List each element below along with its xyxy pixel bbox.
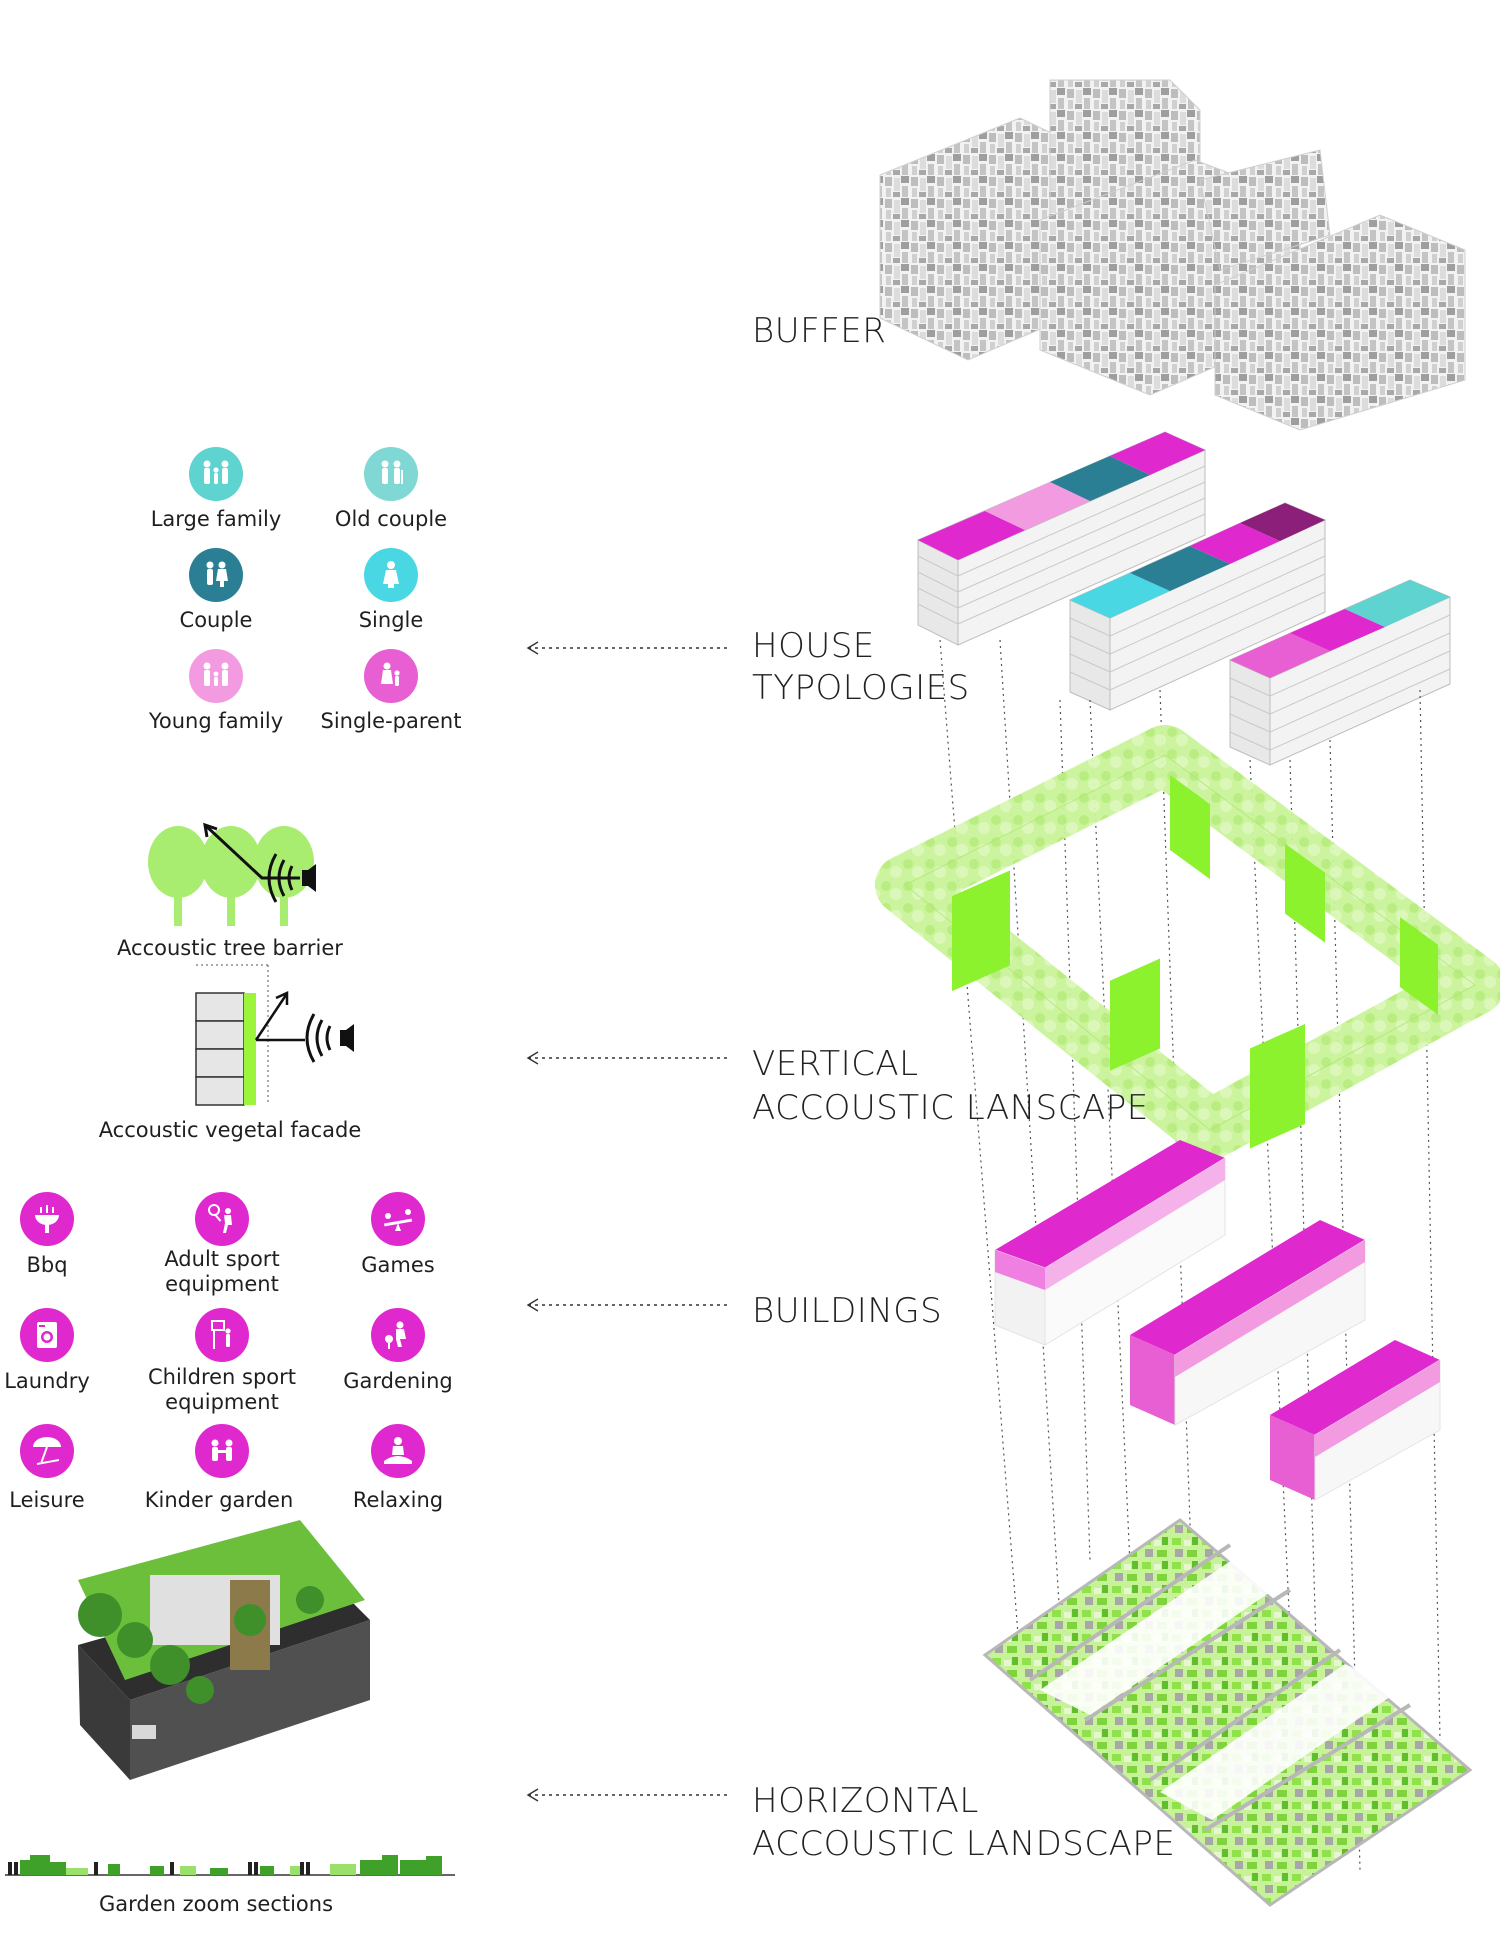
tree-barrier-illustration: [148, 822, 316, 926]
label-couple: Couple: [179, 608, 253, 632]
label-horizontal-line2: ACCOUSTIC LANDSCAPE: [752, 1824, 1176, 1864]
label-games: Games: [361, 1253, 435, 1277]
couple-icon: [189, 548, 243, 602]
label-buildings: BUILDINGS: [752, 1291, 943, 1331]
basketball-icon: [195, 1308, 249, 1362]
house-typologies: [916, 431, 1452, 766]
seesaw-icon: [371, 1192, 425, 1246]
vertical-hedge-ring: [875, 725, 1500, 1160]
umbrella-icon: [20, 1424, 74, 1478]
meditation-icon: [371, 1424, 425, 1478]
hedge-panel-6: [1400, 917, 1438, 1015]
label-adult-sport-line2: equipment: [165, 1272, 279, 1296]
label-gardening: Gardening: [343, 1369, 453, 1393]
label-garden-sections: Garden zoom sections: [98, 1892, 334, 1916]
buffer-block-5: [1214, 214, 1466, 431]
label-children-sport-line2: equipment: [165, 1390, 279, 1414]
hedge-panel-4: [1285, 843, 1325, 943]
label-single: Single: [358, 608, 424, 632]
label-kinder-garden: Kinder garden: [144, 1488, 294, 1512]
label-tree-barrier: Accoustic tree barrier: [117, 936, 343, 960]
label-adult-sport-line1: Adult sport: [164, 1247, 280, 1271]
label-bbq: Bbq: [26, 1253, 68, 1277]
person-icon: [364, 548, 418, 602]
speaker-icon: [267, 853, 294, 903]
parent-child-icon: [364, 649, 418, 703]
label-horizontal-line1: HORIZONTAL: [752, 1781, 979, 1821]
house-stack-3: [1228, 579, 1452, 766]
garden-sections-strip: [5, 1855, 455, 1876]
leader-arrows: [526, 641, 728, 1802]
label-children-sport-line1: Children sport: [147, 1365, 297, 1389]
house-stack-2: [1068, 502, 1327, 711]
family-icon: [189, 447, 243, 501]
buffer-blocks: [879, 79, 1466, 431]
horizontal-landscape: [982, 1518, 1473, 1907]
label-vertical-line2: ACCOUSTIC LANSCAPE: [752, 1088, 1149, 1128]
elderly-couple-icon: [364, 447, 418, 501]
label-vegetal-facade: Accoustic vegetal facade: [98, 1118, 362, 1142]
label-house-line1: HOUSE: [752, 626, 875, 666]
label-young-family: Young family: [148, 709, 284, 733]
hedge-panel-1: [952, 870, 1010, 992]
label-old-couple: Old couple: [334, 507, 448, 531]
gardening-icon: [371, 1308, 425, 1362]
vegetal-facade-illustration: [195, 964, 354, 1106]
children-icon: [195, 1424, 249, 1478]
hedge-panel-2: [1110, 958, 1160, 1071]
label-laundry: Laundry: [4, 1369, 90, 1393]
buildings-volumes: [994, 1140, 1441, 1501]
washing-machine-icon: [20, 1308, 74, 1362]
label-single-parent: Single-parent: [320, 709, 462, 733]
garden-render: [78, 1520, 370, 1780]
buffer-block-4: [1199, 149, 1331, 271]
house-stack-1: [916, 431, 1207, 646]
tennis-icon: [195, 1192, 249, 1246]
label-large-family: Large family: [150, 507, 282, 531]
label-relaxing: Relaxing: [352, 1488, 444, 1512]
label-house-line2: TYPOLOGIES: [752, 668, 970, 708]
label-vertical-line1: VERTICAL: [752, 1044, 919, 1084]
hedge-panel-5: [1250, 1023, 1305, 1149]
label-leisure: Leisure: [9, 1488, 85, 1512]
grill-icon: [20, 1192, 74, 1246]
label-buffer: BUFFER: [752, 311, 887, 351]
young-family-icon: [189, 649, 243, 703]
hedge-panel-3: [1170, 775, 1210, 880]
